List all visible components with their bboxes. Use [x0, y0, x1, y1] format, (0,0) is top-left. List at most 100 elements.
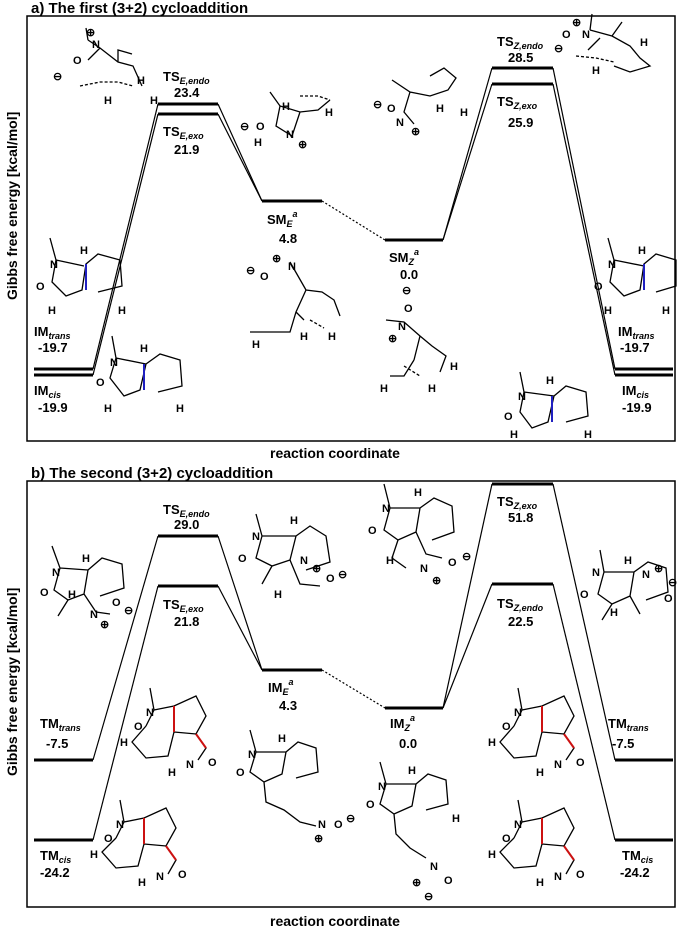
value-im-cis-left: -19.9	[38, 400, 68, 415]
svg-text:H: H	[386, 555, 394, 567]
molecule-im-trans-left: N O H H H	[36, 237, 126, 317]
svg-text:N: N	[642, 569, 650, 581]
svg-text:O: O	[112, 597, 121, 609]
svg-text:H: H	[452, 813, 460, 825]
svg-text:N: N	[288, 261, 296, 273]
svg-text:O: O	[238, 553, 247, 565]
svg-text:N: N	[156, 871, 164, 883]
svg-text:N: N	[318, 819, 326, 831]
svg-text:N: N	[92, 39, 100, 51]
svg-text:⊕: ⊕	[314, 833, 323, 845]
svg-text:H: H	[140, 343, 148, 355]
panel-title: a) The first (3+2) cycloaddition	[31, 0, 248, 17]
molecule-ts-e-endo: N O ⊖ ⊕ H H H	[53, 27, 158, 107]
svg-text:⊕: ⊕	[272, 253, 281, 265]
energy-profile-panel-a: a) The first (3+2) cycloaddition Gibbs f…	[4, 0, 677, 461]
molecule-im-e: N O H N ⊕ O ⊖	[236, 729, 355, 845]
molecule-im-cis-right: N O H H H	[504, 371, 592, 441]
svg-text:O: O	[36, 281, 45, 293]
svg-text:O: O	[504, 411, 513, 423]
svg-text:H: H	[662, 305, 670, 317]
svg-text:H: H	[328, 331, 336, 343]
svg-text:H: H	[300, 331, 308, 343]
label-ts-e-endo: TSE,endo	[163, 69, 210, 86]
label-tm-trans-right: TMtrans	[608, 716, 649, 733]
svg-text:O: O	[96, 377, 105, 389]
svg-text:O: O	[502, 721, 511, 733]
value-im-e: 4.3	[279, 698, 297, 713]
svg-text:H: H	[118, 305, 126, 317]
value-ts-e-exo: 21.9	[174, 142, 199, 157]
svg-text:H: H	[510, 429, 518, 441]
svg-text:⊕: ⊕	[412, 877, 421, 889]
svg-text:O: O	[134, 721, 143, 733]
value-im-cis-right: -19.9	[622, 400, 652, 415]
svg-text:N: N	[554, 871, 562, 883]
svg-text:N: N	[52, 567, 60, 579]
molecule-sm-z: ⊖ O N ⊕ H H H	[380, 285, 458, 395]
svg-text:H: H	[137, 75, 145, 87]
svg-text:⊕: ⊕	[432, 575, 441, 587]
molecule-tm-trans-right: N O H O N H	[488, 687, 585, 779]
svg-text:H: H	[82, 553, 90, 565]
svg-text:H: H	[428, 383, 436, 395]
svg-text:⊖: ⊖	[668, 577, 677, 589]
svg-text:⊖: ⊖	[373, 99, 382, 111]
svg-text:⊕: ⊕	[411, 126, 420, 138]
svg-text:O: O	[664, 593, 673, 605]
label-sm-z: SMZa	[389, 247, 419, 267]
molecule-im-z: N O H N O ⊕ ⊖ H	[366, 761, 460, 903]
svg-text:H: H	[488, 737, 496, 749]
svg-text:⊕: ⊕	[572, 17, 581, 29]
svg-text:O: O	[104, 833, 113, 845]
svg-text:H: H	[638, 245, 646, 257]
label-ts-z-exo: TSZ,exo	[497, 94, 538, 111]
label-im-trans-right: IMtrans	[618, 324, 654, 341]
svg-text:H: H	[325, 107, 333, 119]
panel-b-diagram: b) The second (3+2) cycloaddition Gibbs …	[4, 466, 677, 929]
label-ts-z-endo: TSZ,endo	[497, 34, 544, 51]
molecule-tm-cis-right: N O H O N H	[488, 799, 585, 889]
svg-text:O: O	[448, 557, 457, 569]
svg-text:H: H	[414, 487, 422, 499]
svg-text:N: N	[300, 555, 308, 567]
svg-text:H: H	[282, 101, 290, 113]
molecule-im-trans-right: N O H H H	[594, 237, 677, 317]
svg-text:H: H	[104, 95, 112, 107]
value-ts-z-endo: 22.5	[508, 614, 533, 629]
label-ts-e-endo: TSE,endo	[163, 502, 210, 519]
label-ts-z-endo: TSZ,endo	[497, 596, 544, 613]
axes-frame	[26, 480, 676, 908]
svg-text:O: O	[256, 121, 265, 133]
label-im-trans-left: IMtrans	[34, 324, 70, 341]
svg-text:N: N	[582, 29, 590, 41]
svg-text:H: H	[48, 305, 56, 317]
svg-text:H: H	[254, 137, 262, 149]
molecule-ts-e-b: N O H N ⊕ O ⊖ H	[238, 513, 347, 601]
svg-text:⊖: ⊖	[53, 71, 62, 83]
molecule-ts-left: N O H H N ⊕ O ⊖	[40, 545, 133, 631]
svg-text:H: H	[450, 361, 458, 373]
label-im-cis-left: IMcis	[34, 383, 61, 400]
value-ts-e-endo: 23.4	[174, 85, 200, 100]
svg-text:H: H	[120, 737, 128, 749]
svg-text:N: N	[592, 567, 600, 579]
svg-text:O: O	[580, 589, 589, 601]
svg-text:H: H	[290, 515, 298, 527]
svg-text:O: O	[444, 875, 453, 887]
connectors	[92, 67, 616, 376]
svg-text:O: O	[73, 55, 82, 67]
label-sm-e: SMEa	[267, 209, 298, 229]
svg-text:O: O	[368, 525, 377, 537]
value-im-trans-right: -19.7	[620, 340, 650, 355]
label-im-z: IMZa	[390, 713, 415, 733]
label-ts-e-exo: TSE,exo	[163, 597, 204, 614]
svg-text:H: H	[80, 245, 88, 257]
svg-text:H: H	[436, 103, 444, 115]
svg-text:H: H	[592, 65, 600, 77]
panel-a-diagram: a) The first (3+2) cycloaddition Gibbs f…	[4, 0, 677, 461]
label-im-e: IMEa	[268, 677, 293, 697]
svg-text:O: O	[236, 767, 245, 779]
svg-text:H: H	[104, 403, 112, 415]
svg-text:⊖: ⊖	[246, 265, 255, 277]
